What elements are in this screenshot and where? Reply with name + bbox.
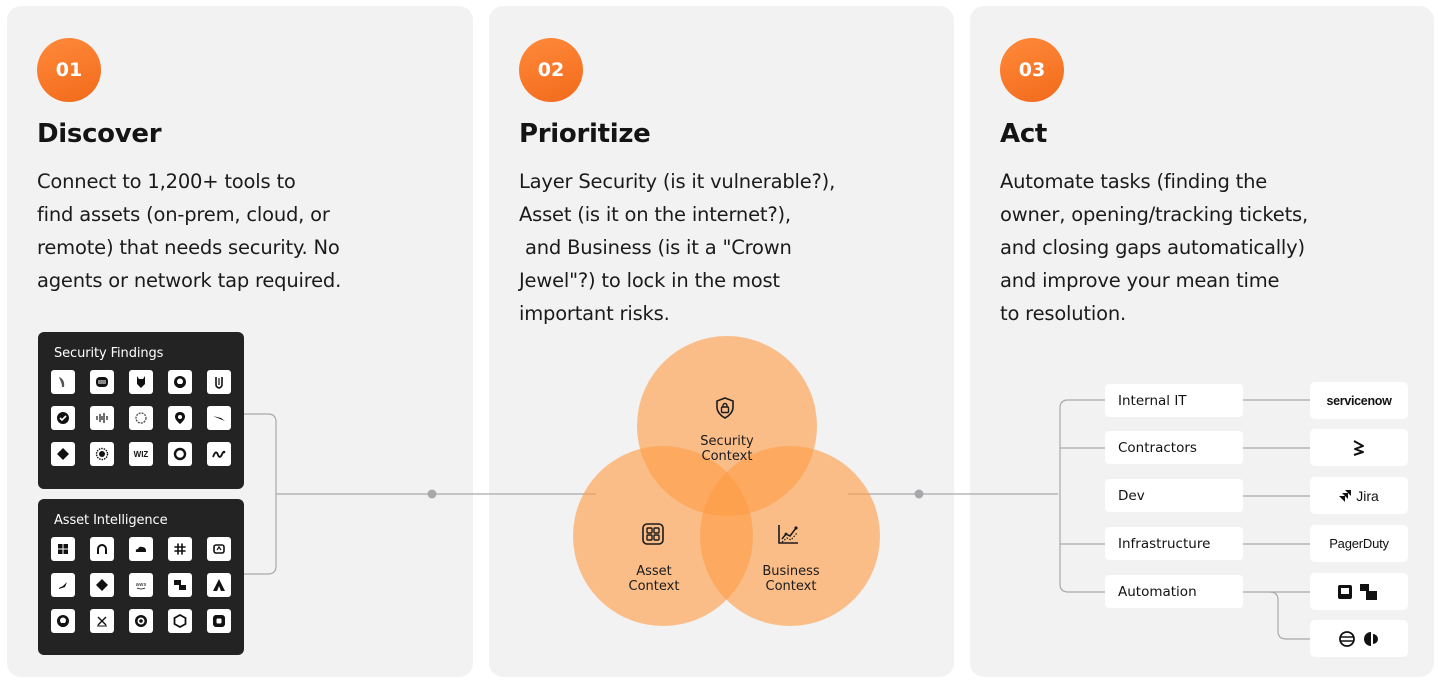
bracket-logo-icon <box>207 370 231 394</box>
okta-icon <box>90 537 114 561</box>
automation-icons <box>1338 583 1377 600</box>
team-contractors: Contractors <box>1105 431 1243 464</box>
team-dev: Dev <box>1105 479 1243 512</box>
step-description: Automate tasks (finding the owner, openi… <box>1000 165 1420 330</box>
description-line: Automate tasks (finding the <box>1000 170 1268 193</box>
shield-lock-icon <box>716 397 734 419</box>
label-line: Context <box>628 579 680 594</box>
wave-logo-icon <box>207 442 231 466</box>
falcon-logo-icon <box>51 573 75 597</box>
x-box-logo-icon <box>90 609 114 633</box>
security-context-label: Security Context <box>672 434 782 464</box>
description-line: and closing gaps automatically) <box>1000 236 1305 259</box>
pagerduty-text: PagerDuty <box>1329 536 1389 551</box>
step-title: Act <box>1000 119 1048 149</box>
label-line: Context <box>701 449 753 464</box>
panel-title: Asset Intelligence <box>54 513 168 528</box>
triangle-logo-icon <box>207 573 231 597</box>
hexagon-logo-icon <box>168 609 192 633</box>
asset-intelligence-panel: Asset Intelligence aws <box>38 499 244 655</box>
square-logo-icon <box>207 609 231 633</box>
github-icon <box>168 370 192 394</box>
asset-grid-icon <box>642 523 664 545</box>
diamond-logo-icon <box>90 573 114 597</box>
b-mark-icon <box>1353 439 1364 456</box>
step-number-badge: 03 <box>1000 38 1064 102</box>
label-line: Business <box>762 564 820 579</box>
automation-tools-logo <box>1310 573 1408 610</box>
description-line: Layer Security (is it vulnerable?), <box>519 170 836 193</box>
automation-tools-logo-2 <box>1310 620 1408 657</box>
description-line: owner, opening/tracking tickets, <box>1000 203 1308 226</box>
bird-logo-icon <box>207 406 231 430</box>
layers-logo-icon <box>90 370 114 394</box>
description-line: agents or network tap required. <box>37 269 342 292</box>
circle-logo-icon <box>168 442 192 466</box>
target-logo-icon <box>129 609 153 633</box>
team-automation: Automation <box>1105 575 1243 608</box>
integration-grid: aws <box>51 537 231 633</box>
wiz-logo-icon: WIZ <box>129 442 153 466</box>
team-infrastructure: Infrastructure <box>1105 527 1243 560</box>
team-internal-it: Internal IT <box>1105 384 1243 417</box>
label-line: Security <box>700 434 754 449</box>
aws-icon: aws <box>129 573 153 597</box>
pin-shield-logo-icon <box>168 406 192 430</box>
jira-text: Jira <box>1356 487 1379 504</box>
step-description: Layer Security (is it vulnerable?), Asse… <box>519 165 939 330</box>
sun-logo-icon <box>90 442 114 466</box>
owl-logo-icon <box>51 370 75 394</box>
line-chart-icon <box>778 525 798 544</box>
servicenow-logo: servicenow <box>1310 382 1408 419</box>
business-context-label: Business Context <box>736 564 846 594</box>
step-description: Connect to 1,200+ tools to find assets (… <box>37 165 457 297</box>
description-line: and improve your mean time <box>1000 269 1280 292</box>
slack-icon <box>168 537 192 561</box>
check-circle-logo-icon <box>51 406 75 430</box>
asset-context-label: Asset Context <box>599 564 709 594</box>
description-line: to resolution. <box>1000 302 1126 325</box>
svg-text:aws: aws <box>136 582 147 588</box>
drive-logo-icon <box>207 537 231 561</box>
windows-icon <box>51 537 75 561</box>
step-number-badge: 01 <box>37 38 101 102</box>
step-title: Prioritize <box>519 119 651 149</box>
flag-logo-icon <box>168 573 192 597</box>
integration-grid: WIZ <box>51 370 231 466</box>
description-line: and Business (is it a "Crown <box>519 236 792 259</box>
jira-logo: Jira <box>1310 477 1408 514</box>
description-line: Jewel"?) to lock in the most <box>519 269 780 292</box>
step-title: Discover <box>37 119 162 149</box>
label-line: Asset <box>636 564 672 579</box>
label-line: Context <box>765 579 817 594</box>
waveform-logo-icon <box>90 406 114 430</box>
security-findings-panel: Security Findings WIZ <box>38 332 244 489</box>
contractor-tool-logo <box>1310 429 1408 466</box>
jira-wordmark: Jira <box>1339 488 1379 504</box>
ring-logo-icon <box>129 406 153 430</box>
description-line: find assets (on-prem, cloud, or <box>37 203 330 226</box>
description-line: important risks. <box>519 302 670 325</box>
automation-icons-2 <box>1339 630 1378 647</box>
description-line: Asset (is it on the internet?), <box>519 203 791 226</box>
description-line: remote) that needs security. No <box>37 236 340 259</box>
jira-icon <box>1339 490 1352 502</box>
step-card-act: 03 Act Automate tasks (finding the owner… <box>970 6 1434 677</box>
wiz-text: WIZ <box>133 449 149 459</box>
diamond-logo-icon <box>51 442 75 466</box>
pagerduty-logo: PagerDuty <box>1310 525 1408 562</box>
step-number-badge: 02 <box>519 38 583 102</box>
wolf-logo-icon <box>129 370 153 394</box>
servicenow-text: servicenow <box>1326 393 1392 408</box>
github-icon <box>51 609 75 633</box>
panel-title: Security Findings <box>54 346 164 361</box>
description-line: Connect to 1,200+ tools to <box>37 170 296 193</box>
cloud-icon <box>129 537 153 561</box>
